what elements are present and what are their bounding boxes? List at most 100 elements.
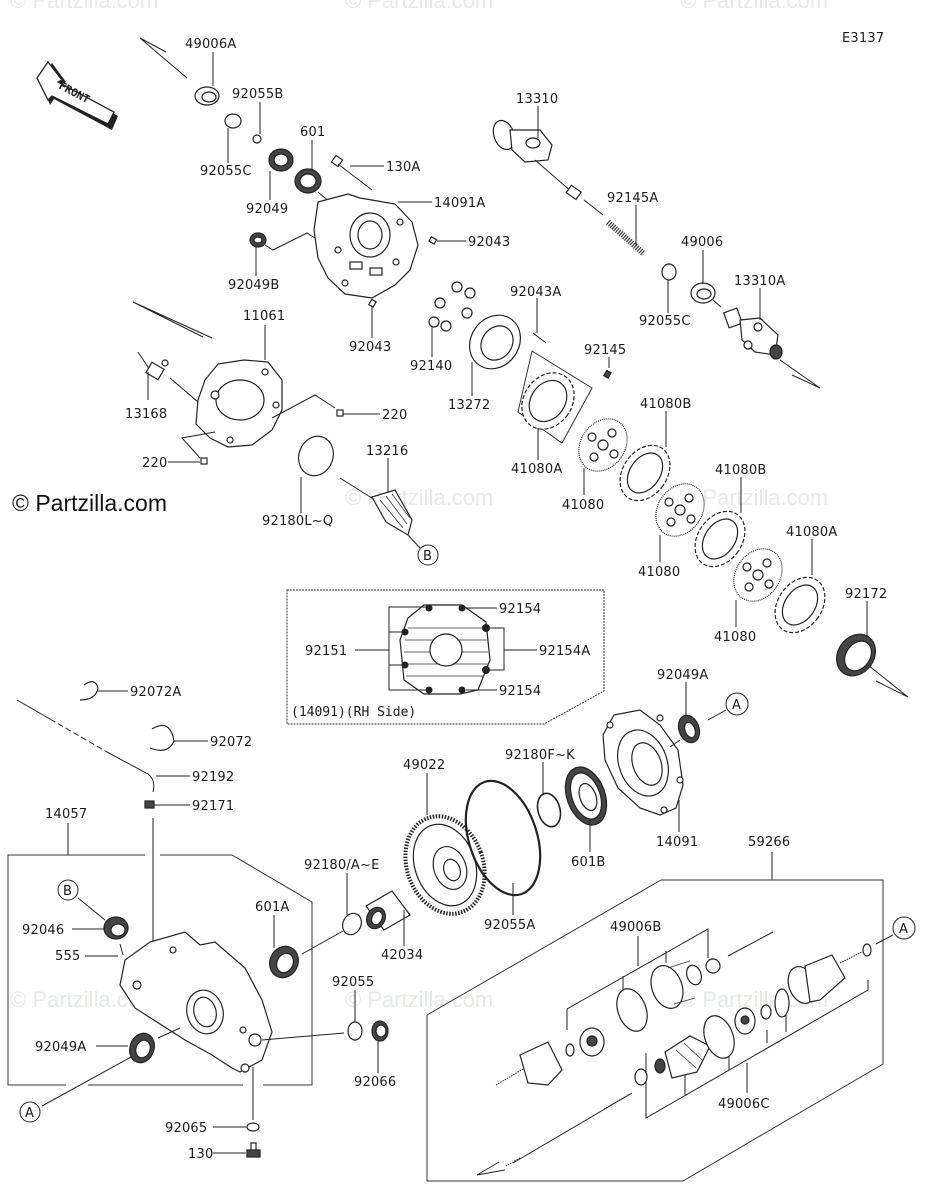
callout-92154-bottom[interactable]: 92154 xyxy=(499,684,541,699)
callout-92043A[interactable]: 92043A xyxy=(510,285,561,300)
callout-92043-right[interactable]: 92043 xyxy=(468,235,510,250)
part-boot-band[interactable] xyxy=(611,985,652,1036)
part-220[interactable] xyxy=(336,409,344,417)
callout-92065[interactable]: 92065 xyxy=(165,1121,207,1136)
callout-601A[interactable]: 601A xyxy=(255,900,290,915)
callout-92049B[interactable]: 92049B xyxy=(228,278,279,293)
part-13272[interactable] xyxy=(459,305,530,378)
part-92066[interactable] xyxy=(371,1020,389,1042)
callout-92055C[interactable]: 92055C xyxy=(200,164,252,179)
callout-92180-A-E[interactable]: 92180/A~E xyxy=(304,858,380,873)
part-41080[interactable] xyxy=(646,474,714,545)
callout-41080A-top[interactable]: 41080A xyxy=(511,462,562,477)
callout-92180L-Q[interactable]: 92180L~Q xyxy=(262,514,333,529)
callout-92151[interactable]: 92151 xyxy=(305,644,347,659)
part-inner-race[interactable] xyxy=(734,1007,756,1035)
part-outer-cv-joint[interactable] xyxy=(495,1041,563,1086)
callout-13310A[interactable]: 13310A xyxy=(734,274,785,289)
callout-92049A[interactable]: 92049A xyxy=(35,1040,86,1055)
part-49022[interactable] xyxy=(392,805,498,925)
part-555[interactable] xyxy=(119,943,124,956)
part-inner-boot[interactable] xyxy=(654,1035,711,1079)
callout-92055A[interactable]: 92055A xyxy=(484,918,535,933)
callout-92055C-right[interactable]: 92055C xyxy=(639,314,691,329)
callout-92145[interactable]: 92145 xyxy=(584,343,626,358)
part-220[interactable] xyxy=(200,457,208,465)
part-92192[interactable] xyxy=(16,699,155,793)
callout-49022[interactable]: 49022 xyxy=(403,758,445,773)
part-boot-band[interactable] xyxy=(698,1012,739,1063)
callout-41080-2[interactable]: 41080 xyxy=(638,565,680,580)
part-small-band[interactable] xyxy=(705,958,721,974)
callout-14057[interactable]: 14057 xyxy=(45,807,87,822)
callout-92049[interactable]: 92049 xyxy=(246,202,288,217)
callout-14091[interactable]: 14091 xyxy=(656,835,698,850)
callout-601B[interactable]: 601B xyxy=(571,855,606,870)
callout-220-left[interactable]: 220 xyxy=(142,456,167,471)
part-circlip[interactable] xyxy=(565,1043,575,1057)
callout-601[interactable]: 601 xyxy=(300,125,325,140)
part-inner-cv-housing[interactable] xyxy=(783,951,863,1007)
part-92180L-Q[interactable] xyxy=(293,431,339,480)
part-130[interactable] xyxy=(246,1142,261,1158)
part-14057-case[interactable] xyxy=(119,931,273,1073)
part-92072[interactable] xyxy=(149,724,175,751)
callout-92180F-K[interactable]: 92180F~K xyxy=(505,748,575,763)
callout-92172[interactable]: 92172 xyxy=(845,587,887,602)
callout-41080B-2[interactable]: 41080B xyxy=(715,463,766,478)
callout-92072A[interactable]: 92072A xyxy=(130,685,181,700)
callout-49006[interactable]: 49006 xyxy=(681,235,723,250)
callout-42034[interactable]: 42034 xyxy=(381,948,423,963)
part-92140[interactable] xyxy=(428,281,476,332)
part-14091A[interactable] xyxy=(313,193,419,299)
callout-11061[interactable]: 11061 xyxy=(243,309,285,324)
callout-92055B[interactable]: 92055B xyxy=(232,87,283,102)
callout-92145A[interactable]: 92145A xyxy=(607,191,658,206)
callout-92192[interactable]: 92192 xyxy=(192,770,234,785)
part-small-band[interactable] xyxy=(634,1068,648,1086)
callout-92154A[interactable]: 92154A xyxy=(539,644,590,659)
callout-555[interactable]: 555 xyxy=(55,949,80,964)
part-11061[interactable] xyxy=(195,359,283,448)
callout-13272[interactable]: 13272 xyxy=(448,398,490,413)
callout-49006B[interactable]: 49006B xyxy=(610,920,661,935)
callout-92140[interactable]: 92140 xyxy=(410,359,452,374)
part-92055C-right[interactable] xyxy=(661,263,677,281)
callout-130[interactable]: 130 xyxy=(188,1147,213,1162)
part-601A[interactable] xyxy=(265,942,304,983)
part-92049A[interactable] xyxy=(126,1030,159,1066)
callout-92055[interactable]: 92055 xyxy=(332,975,374,990)
callout-220-right[interactable]: 220 xyxy=(382,408,407,423)
part-92046[interactable] xyxy=(103,916,129,940)
callout-92043-bottom[interactable]: 92043 xyxy=(349,340,391,355)
callout-92154-top[interactable]: 92154 xyxy=(499,602,541,617)
part-92180-A-E[interactable] xyxy=(339,910,365,938)
callout-92072[interactable]: 92072 xyxy=(210,735,252,750)
part-42034[interactable] xyxy=(363,890,411,932)
part-14091[interactable] xyxy=(602,709,684,816)
part-92171[interactable] xyxy=(144,800,155,809)
part-92055A[interactable] xyxy=(452,771,553,904)
part-92055C[interactable] xyxy=(224,113,242,129)
part-41080[interactable] xyxy=(724,539,792,610)
callout-92066[interactable]: 92066 xyxy=(354,1075,396,1090)
callout-92171[interactable]: 92171 xyxy=(192,799,234,814)
callout-49006A[interactable]: 49006A xyxy=(185,37,236,52)
callout-41080A-2[interactable]: 41080A xyxy=(786,525,837,540)
callout-92049A-top[interactable]: 92049A xyxy=(657,668,708,683)
part-92043[interactable] xyxy=(367,298,377,308)
callout-59266[interactable]: 59266 xyxy=(748,835,790,850)
part-130A[interactable] xyxy=(330,154,373,191)
part-circlip[interactable] xyxy=(774,988,790,1018)
part-41080[interactable] xyxy=(569,409,637,480)
callout-13168[interactable]: 13168 xyxy=(125,407,167,422)
part-13216[interactable] xyxy=(339,477,413,536)
part-92072A[interactable] xyxy=(79,681,99,701)
callout-92046[interactable]: 92046 xyxy=(22,923,64,938)
callout-41080B-1[interactable]: 41080B xyxy=(640,397,691,412)
part-inner-race[interactable] xyxy=(579,1027,605,1057)
callout-130A[interactable]: 130A xyxy=(386,160,421,175)
part-92180F-K[interactable] xyxy=(534,791,564,830)
part-92145A[interactable] xyxy=(606,219,646,257)
part-92172[interactable] xyxy=(829,627,884,684)
